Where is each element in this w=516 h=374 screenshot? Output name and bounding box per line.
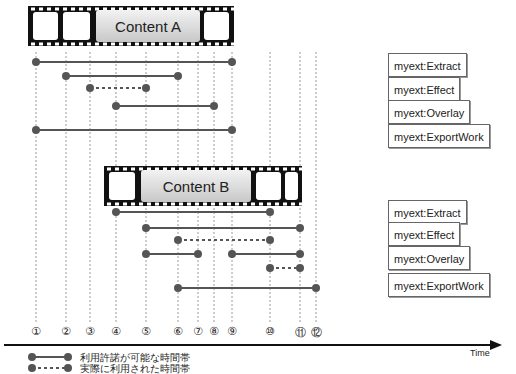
period-end xyxy=(210,102,218,110)
time-axis xyxy=(4,344,492,346)
extension-box: myext:Extract xyxy=(388,53,467,77)
callout-number: ① xyxy=(31,325,41,338)
extension-box: myext:Extract xyxy=(388,200,467,224)
callout-number: ③ xyxy=(85,325,95,338)
callout-number: ⑪ xyxy=(295,325,306,340)
permitted-period xyxy=(36,61,232,63)
extension-box: myext:Overlay xyxy=(388,100,470,124)
period-end xyxy=(296,264,304,272)
extension-box: myext:ExportWork xyxy=(388,273,490,297)
permitted-period xyxy=(178,287,316,289)
period-end xyxy=(266,264,274,272)
callout-number: ⑦ xyxy=(193,325,203,338)
callout-number: ④ xyxy=(111,325,121,338)
permitted-period xyxy=(146,227,300,229)
used-period xyxy=(90,87,146,89)
period-end xyxy=(266,236,274,244)
period-end xyxy=(228,250,236,258)
axis-label: Time xyxy=(470,348,490,358)
period-end xyxy=(32,58,40,66)
period-end xyxy=(142,84,150,92)
period-end xyxy=(142,224,150,232)
legend-text: 実際に利用された時間帯 xyxy=(80,363,190,374)
arrow-head xyxy=(490,340,502,350)
extension-name: myext:Overlay xyxy=(394,253,464,265)
gridline xyxy=(66,52,67,322)
content-title: Content B xyxy=(163,178,230,195)
permitted-period xyxy=(36,129,232,131)
period-end xyxy=(228,58,236,66)
used-period xyxy=(178,239,270,241)
period-end xyxy=(86,84,94,92)
period-end xyxy=(228,126,236,134)
gridline xyxy=(90,52,91,322)
period-end xyxy=(32,126,40,134)
film-strip xyxy=(104,166,303,206)
extension-box: myext:Overlay xyxy=(388,246,470,270)
period-end xyxy=(312,284,320,292)
extension-name: myext:Effect xyxy=(394,229,454,241)
period-end xyxy=(174,236,182,244)
period-end xyxy=(112,102,120,110)
period-end xyxy=(174,72,182,80)
usage-bars xyxy=(32,58,320,292)
extension-box: myext:ExportWork xyxy=(388,124,490,148)
callout-number: ⑤ xyxy=(141,325,151,338)
callout-number: ⑩ xyxy=(265,325,275,338)
period-end xyxy=(174,284,182,292)
gridline xyxy=(36,52,37,322)
period-end xyxy=(142,250,150,258)
extension-name: myext:Overlay xyxy=(394,107,464,119)
permitted-period xyxy=(116,211,270,213)
legend-sample xyxy=(28,353,72,361)
extension-name: myext:Extract xyxy=(394,60,461,72)
period-end xyxy=(194,250,202,258)
callout-number: ⑫ xyxy=(311,325,322,340)
film-strip xyxy=(28,6,235,46)
permitted-period xyxy=(116,105,214,107)
extension-name: myext:ExportWork xyxy=(394,131,484,143)
content-label: Content A xyxy=(96,10,200,42)
extension-box: myext:Effect xyxy=(388,77,460,101)
permitted-period xyxy=(232,253,300,255)
content-title: Content A xyxy=(115,18,181,35)
callout-number: ⑨ xyxy=(227,325,237,338)
callout-number: ⑥ xyxy=(173,325,183,338)
extension-name: myext:ExportWork xyxy=(394,280,484,292)
permitted-period xyxy=(146,253,198,255)
period-end xyxy=(296,250,304,258)
extension-box: myext:Effect xyxy=(388,222,460,246)
time-gridlines xyxy=(36,52,316,322)
content-label: Content B xyxy=(141,170,251,202)
extension-name: myext:Extract xyxy=(394,207,461,219)
gridline xyxy=(316,52,317,322)
used-period xyxy=(270,267,300,269)
period-end xyxy=(112,208,120,216)
period-end xyxy=(266,208,274,216)
permitted-period xyxy=(66,75,178,77)
legend-text: 利用許諾が可能な時間帯 xyxy=(80,352,190,363)
extension-name: myext:Effect xyxy=(394,84,454,96)
callout-number: ② xyxy=(61,325,71,338)
callout-number: ⑧ xyxy=(209,325,219,338)
period-end xyxy=(296,224,304,232)
legend-sample xyxy=(28,364,72,372)
period-end xyxy=(62,72,70,80)
